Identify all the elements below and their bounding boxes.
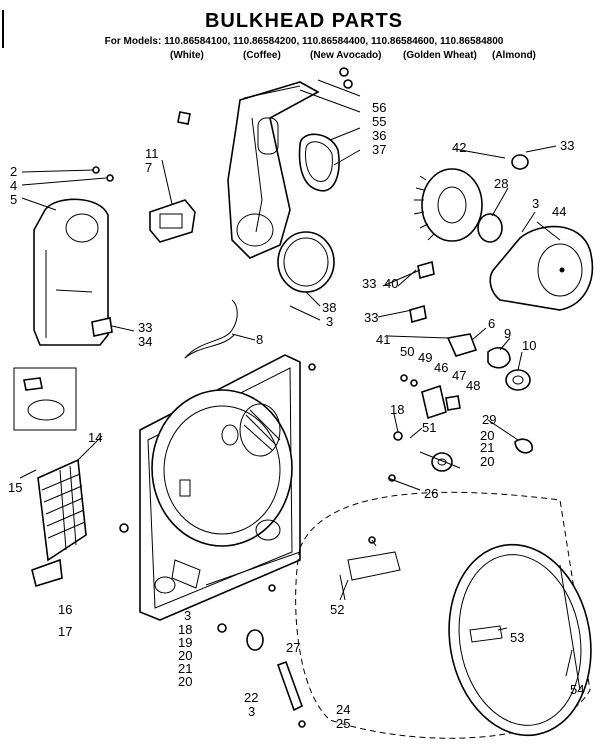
callout-51: 51 <box>422 420 436 435</box>
callout-49: 49 <box>418 350 432 365</box>
callout-44: 44 <box>552 204 566 219</box>
callout-54: 54 <box>570 682 584 697</box>
thermal-fuse-bracket <box>149 199 196 243</box>
callout-11: 11 <box>145 146 159 161</box>
callout-10: 10 <box>522 338 536 353</box>
color-variants: (White) (Coffee) (New Avocado) (Golden W… <box>170 50 600 64</box>
front-bulkhead-panel <box>119 354 316 621</box>
variant-almond: (Almond) <box>492 50 536 61</box>
callout-21: 21 <box>480 440 494 455</box>
callout-3-fan: 3 <box>532 196 539 211</box>
callout-38: 38 <box>322 300 336 315</box>
heating-element <box>31 458 87 588</box>
blower-wheel <box>413 168 483 242</box>
callout-24: 24 <box>336 702 350 717</box>
leader-lines <box>19 79 573 677</box>
callout-21-lower: 21 <box>178 661 192 676</box>
callout-9: 9 <box>504 326 511 341</box>
duct-seal-ring <box>298 133 340 192</box>
variant-white: (White) <box>170 50 204 61</box>
callout-3-bottom: 3 <box>248 704 255 719</box>
variant-new-avocado: (New Avocado) <box>310 50 382 61</box>
callout-8: 8 <box>256 332 263 347</box>
callout-18: 18 <box>390 402 404 417</box>
callout-28: 28 <box>494 176 508 191</box>
callout-41: 41 <box>376 332 390 347</box>
callout-5: 5 <box>10 192 17 207</box>
callout-20-c: 20 <box>178 648 192 663</box>
callout-3-lower: 3 <box>184 608 191 623</box>
callout-25: 25 <box>336 716 350 731</box>
callout-33-top: 33 <box>560 138 574 153</box>
callout-19: 19 <box>178 635 192 650</box>
tumble-drum <box>295 474 592 739</box>
lower-roller-parts <box>217 584 306 728</box>
callout-40: 40 <box>384 276 398 291</box>
bearing-clips-40 <box>409 260 435 324</box>
callout-33-mid: 33 <box>362 276 376 291</box>
callout-33-lower: 33 <box>364 310 378 325</box>
callout-22: 22 <box>244 690 258 705</box>
callout-15: 15 <box>8 480 22 495</box>
callout-33-left: 33 <box>138 320 152 335</box>
callout-4: 4 <box>10 178 17 193</box>
small-clip-parts <box>177 67 353 125</box>
door-switch-assembly <box>446 333 531 391</box>
variant-golden-wheat: (Golden Wheat) <box>403 50 477 61</box>
callout-20-b: 20 <box>480 454 494 469</box>
callout-55: 55 <box>372 114 386 129</box>
variant-coffee: (Coffee) <box>243 50 281 61</box>
door-latch-parts <box>400 374 461 420</box>
callout-37: 37 <box>372 142 386 157</box>
callout-53: 53 <box>510 630 524 645</box>
callout-36: 36 <box>372 128 386 143</box>
callout-42: 42 <box>452 140 466 155</box>
blower-housing-part <box>33 166 114 346</box>
callout-14: 14 <box>88 430 102 445</box>
callout-2: 2 <box>10 164 17 179</box>
callout-34: 34 <box>138 334 152 349</box>
blower-hub <box>477 213 503 243</box>
callout-20-d: 20 <box>178 674 192 689</box>
callout-18-lower: 18 <box>178 622 192 637</box>
model-numbers: For Models: 110.86584100, 110.86584200, … <box>104 36 504 47</box>
callout-29: 29 <box>482 412 496 427</box>
callout-17: 17 <box>58 624 72 639</box>
callout-16: 16 <box>58 602 72 617</box>
callout-46: 46 <box>434 360 448 375</box>
fan-bracket-42 <box>511 154 529 170</box>
callout-20-a: 20 <box>480 428 494 443</box>
idler-kit-inset <box>13 367 77 431</box>
callout-26: 26 <box>424 486 438 501</box>
callout-52: 52 <box>330 602 344 617</box>
callout-56: 56 <box>372 100 386 115</box>
callout-27: 27 <box>286 640 300 655</box>
callout-48: 48 <box>466 378 480 393</box>
motor-housing <box>489 225 594 311</box>
upper-duct-part <box>227 81 320 259</box>
diagram-title: BULKHEAD PARTS <box>204 10 404 32</box>
drum-seal-ring <box>277 231 335 293</box>
callout-50: 50 <box>400 344 414 359</box>
callout-3-ring: 3 <box>326 314 333 329</box>
callout-6: 6 <box>488 316 495 331</box>
callout-7: 7 <box>145 160 152 175</box>
drum-roller-support <box>393 431 533 472</box>
vent-hose <box>184 299 238 359</box>
mount-bracket <box>91 317 113 337</box>
callout-labels: 56 55 36 37 42 33 11 7 2 4 5 28 3 44 33 … <box>8 100 584 731</box>
callout-47: 47 <box>452 368 466 383</box>
